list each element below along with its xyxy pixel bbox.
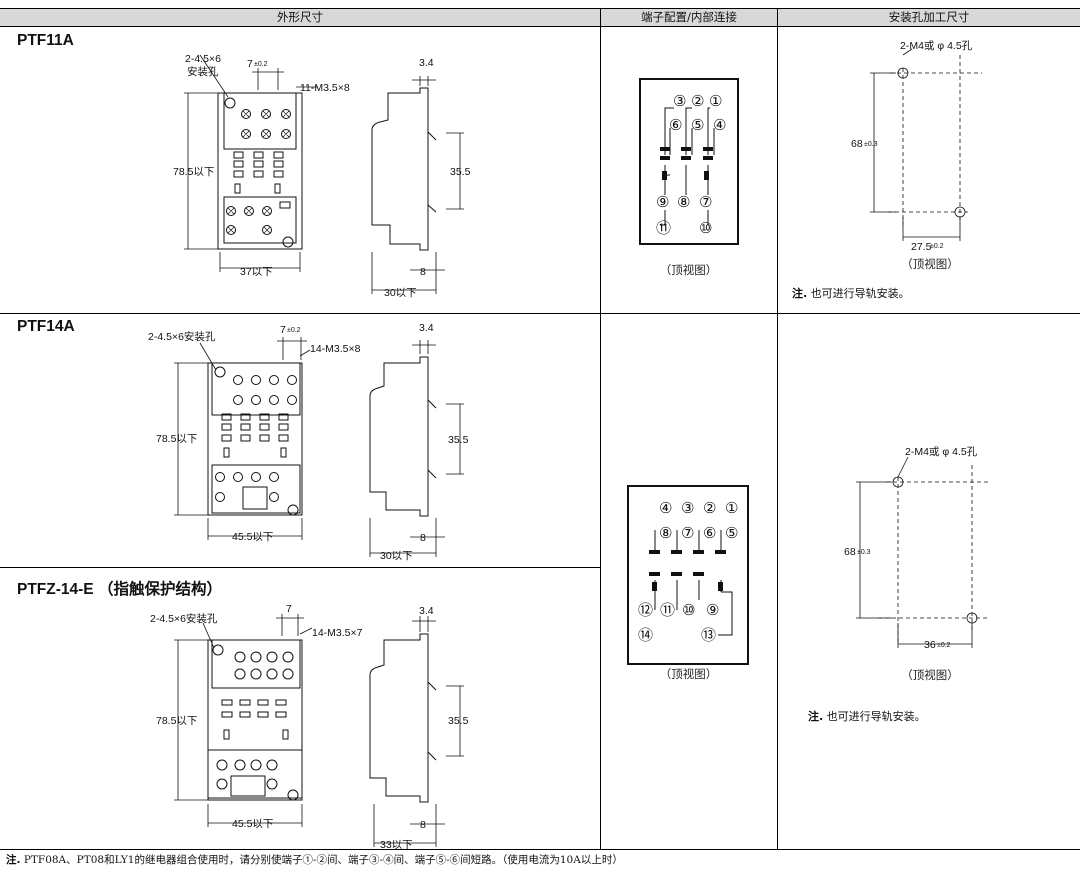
terminal-4: ④ <box>659 500 672 517</box>
ptf14a-mount-width-tol: ±0.2 <box>937 642 951 649</box>
ptf14a-mount-height-tol: ±0.3 <box>857 549 871 556</box>
ptf14a-thick-label: 3.4 <box>419 322 434 334</box>
ptf11a-screw-label: 11-M3.5×8 <box>300 82 350 94</box>
ptf14a-mount-width: 36 <box>924 639 936 651</box>
note-prefix: 注. <box>792 287 808 300</box>
ptf11a-mount-height: 68 <box>851 138 863 150</box>
ptf11a-terminal-caption: （顶视图） <box>659 263 718 277</box>
terminal-9: ⑨ <box>706 602 719 619</box>
terminal-11: ⑪ <box>656 220 671 237</box>
note-text: 也可进行导轨安装。 <box>810 287 910 300</box>
terminal-9: ⑨ <box>656 194 669 211</box>
footnote-prefix: 注. <box>6 854 21 866</box>
row-divider <box>0 849 1080 850</box>
terminal-6: ⑥ <box>703 525 716 542</box>
ptf14a-terminal-caption: （顶视图） <box>659 667 718 681</box>
row-divider <box>0 313 1080 314</box>
footnote-text: PTF08A、PT08和LY1的继电器组合使用时，请分别使端子①-②间、端子③-… <box>23 854 623 866</box>
column-divider <box>600 8 601 850</box>
terminal-2: ② <box>703 500 716 517</box>
ptf14a-eight-label: 8 <box>420 532 426 544</box>
terminal-5: ⑤ <box>691 117 704 134</box>
ptfz14e-thick-label: 3.4 <box>419 605 434 617</box>
terminal-4: ④ <box>713 117 726 134</box>
header-mounting: 安装孔加工尺寸 <box>778 8 1080 27</box>
note-prefix: 注. <box>808 710 824 723</box>
terminal-10: ⑩ <box>699 220 712 237</box>
terminal-1: ① <box>725 500 738 517</box>
ptf11a-height-label: 78.5以下 <box>173 166 214 178</box>
ptf14a-pitch-label: 7 <box>280 324 286 336</box>
ptf11a-mount-caption: （顶视图） <box>901 257 959 271</box>
ptf14a-screw-label: 14-M3.5×8 <box>310 343 361 355</box>
ptf14a-terminal-diagram: ④ ③ ② ① ⑧ ⑦ ⑥ ⑤ ⑫ ⑪ ⑩ ⑨ ⑭ ⑬ <box>627 485 749 665</box>
terminal-14: ⑭ <box>638 627 653 644</box>
ptf14a-height-label: 78.5以下 <box>156 433 197 445</box>
terminal-7: ⑦ <box>699 194 712 211</box>
ptf14a-mount-hole-label: 2-M4或 φ 4.5孔 <box>905 445 978 458</box>
terminal-3: ③ <box>681 500 694 517</box>
ptfz14e-hole-label: 2-4.5×6安装孔 <box>150 612 218 625</box>
ptfz14e-eight-label: 8 <box>420 819 426 831</box>
ptfz14e-depth-label: 33以下 <box>380 839 413 851</box>
row-divider <box>0 567 600 568</box>
ptf11a-mount-note: 注. 也可进行导轨安装。 <box>792 285 910 301</box>
ptf11a-mounting-diagram: 2-M4或 φ 4.5孔 68 ±0.3 27.5 ±0.2 <box>851 39 982 253</box>
ptf14a-outline-drawing: 78.5以下 45.5以下 30以下 8 3.4 35.5 7 ±0.2 14-… <box>148 322 469 562</box>
footnote: 注. PTF08A、PT08和LY1的继电器组合使用时，请分别使端子①-②间、端… <box>6 852 623 867</box>
column-divider <box>777 8 778 850</box>
model-title-ptf14a: PTF14A <box>17 318 75 335</box>
ptf14a-mounting-diagram: 2-M4或 φ 4.5孔 68 ±0.3 36 ±0.2 <box>844 445 988 651</box>
terminal-3: ③ <box>673 93 686 110</box>
terminal-12: ⑫ <box>638 602 653 619</box>
ptf14a-hole-label: 2-4.5×6安装孔 <box>148 330 216 343</box>
terminal-2: ② <box>691 93 704 110</box>
terminal-10: ⑩ <box>682 602 695 619</box>
ptf14a-width-label: 45.5以下 <box>232 531 273 543</box>
terminal-8: ⑧ <box>677 194 690 211</box>
ptf11a-pitch-label: 7 <box>247 58 253 70</box>
ptf11a-terminal-diagram: ③ ② ① ⑥ ⑤ ④ ⑨ ⑧ ⑦ ⑪ ⑩ <box>639 78 739 245</box>
terminal-7: ⑦ <box>681 525 694 542</box>
ptf11a-mount-width: 27.5 <box>911 241 932 253</box>
header-dimensions: 外形尺寸 <box>0 8 600 27</box>
ptf11a-rail-label: 35.5 <box>450 166 471 178</box>
ptf14a-depth-label: 30以下 <box>380 550 413 562</box>
terminal-6: ⑥ <box>669 117 682 134</box>
ptf11a-mount-width-tol: ±0.2 <box>930 243 944 250</box>
model-title-ptf11a: PTF11A <box>17 32 74 49</box>
ptf14a-pitch-tol: ±0.2 <box>287 327 301 334</box>
ptfz14e-outline-drawing: 78.5以下 45.5以下 33以下 8 3.4 35.5 7 14-M3.5×… <box>150 603 469 851</box>
ptf11a-hole-label-1: 2-4.5×6 <box>185 53 221 65</box>
model-title-ptfz14e: PTFZ-14-E （指触保护结构） <box>17 581 222 598</box>
ptf14a-mount-caption: （顶视图） <box>901 668 959 682</box>
ptf11a-hole-label-2: 安装孔 <box>187 65 219 78</box>
ptfz14e-pitch-label: 7 <box>286 603 292 615</box>
ptf11a-mount-height-tol: ±0.3 <box>864 141 878 148</box>
ptf14a-mount-note: 注. 也可进行导轨安装。 <box>808 708 926 724</box>
ptfz14e-rail-label: 35.5 <box>448 715 469 727</box>
terminal-5: ⑤ <box>725 525 738 542</box>
ptf11a-pitch-tol: ±0.2 <box>254 61 268 68</box>
ptf11a-outline-drawing: 78.5以下 37以下 30以下 8 3.4 35.5 7 ±0.2 11-M3… <box>173 53 471 299</box>
ptf11a-mount-hole-label: 2-M4或 φ 4.5孔 <box>900 39 973 52</box>
ptf11a-depth-label: 30以下 <box>384 287 417 299</box>
ptf11a-eight-label: 8 <box>420 266 426 278</box>
note-text: 也可进行导轨安装。 <box>826 710 926 723</box>
terminal-8: ⑧ <box>659 525 672 542</box>
ptf14a-rail-label: 35.5 <box>448 434 469 446</box>
terminal-1: ① <box>709 93 722 110</box>
ptf14a-mount-height: 68 <box>844 546 856 558</box>
terminal-13: ⑬ <box>701 627 716 644</box>
ptf11a-thick-label: 3.4 <box>419 57 434 69</box>
ptfz14e-height-label: 78.5以下 <box>156 715 197 727</box>
ptfz14e-width-label: 45.5以下 <box>232 818 273 830</box>
header-terminal: 端子配置/内部连接 <box>601 8 777 27</box>
ptf11a-width-label: 37以下 <box>240 266 273 278</box>
ptfz14e-screw-label: 14-M3.5×7 <box>312 627 363 639</box>
terminal-11: ⑪ <box>660 602 675 619</box>
